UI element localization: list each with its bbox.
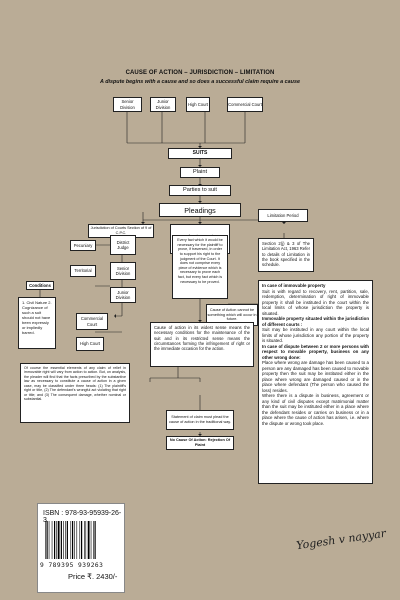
limitation-section-box: Section 2(j) & 3 of The Limitation Act, …	[258, 238, 314, 272]
business-text: Where there is a dispute in business, ag…	[262, 393, 369, 426]
high-court-box-2: High Court	[76, 337, 104, 351]
suits-box: SUITS	[168, 148, 232, 159]
every-fact-box: Every fact which it would be necessary f…	[172, 235, 228, 299]
different-courts-text: Suit may be instituted in any court with…	[262, 327, 369, 343]
commercial-court-box: Commercial Court	[227, 97, 263, 112]
pecuniary-box: Pecuniary	[70, 240, 96, 251]
movable-title: In case of dispute between 2 or more per…	[262, 343, 369, 360]
page-title: CAUSE OF ACTION – JURISDICTION – LIMITAT…	[125, 70, 275, 76]
widest-sense-box: Cause of action in its widest sense mean…	[150, 322, 254, 367]
property-jurisdiction-box: In case of immovable property Suit is wi…	[258, 280, 373, 484]
plaint-box: Plaint	[180, 167, 220, 178]
district-judge-box: District Judge	[110, 235, 136, 255]
movable-text: Place where wrong are damage has been ca…	[262, 360, 369, 393]
price-text: Price ₹. 2430/-	[68, 572, 118, 581]
junior-division-box-2: Junior Division	[110, 287, 136, 303]
conditions-text-box: 1. Civil Nature 2. Cognizance of such a …	[18, 297, 56, 349]
author-signature: Yogesh v nayyar	[295, 526, 387, 553]
different-courts-title: Immovable property situated within the j…	[262, 316, 369, 327]
barcode-icon	[45, 521, 96, 559]
pleadings-box: Pleadings	[159, 203, 241, 217]
high-court-box: High Court	[186, 97, 210, 112]
limitation-period-box: Limitation Period	[258, 209, 308, 222]
senior-division-box-2: Senior Division	[110, 262, 136, 280]
immovable-title: In case of immovable property	[262, 283, 326, 288]
essential-elements-box: Of course the essential elements of any …	[20, 363, 130, 423]
territorial-box: Territorial	[70, 265, 96, 277]
isbn-barcode-area: ISBN : 978-93-95939-26-3 9 789395 939263…	[37, 503, 125, 593]
conditions-box: Conditions	[26, 281, 54, 290]
junior-division-box: Junior Division	[150, 97, 176, 112]
statement-of-claim-box: Statement of claim must plead the cause …	[166, 410, 234, 430]
isbn-text: ISBN : 978-93-95939-26-3	[43, 510, 122, 524]
commercial-court-box-2: Commercial Court	[76, 313, 108, 330]
barcode-digits: 9 789395 939263	[40, 562, 104, 569]
parties-box: Parties to suit	[169, 185, 231, 196]
page-subtitle: A dispute begins with a cause and so doe…	[100, 79, 300, 85]
immovable-text: Suit is with regard to recovery, rent, p…	[262, 288, 369, 316]
no-cause-of-action-box: No Cause Of Action: Rejection Of Plaint	[166, 436, 234, 450]
senior-division-box: Senior Division	[113, 97, 142, 112]
